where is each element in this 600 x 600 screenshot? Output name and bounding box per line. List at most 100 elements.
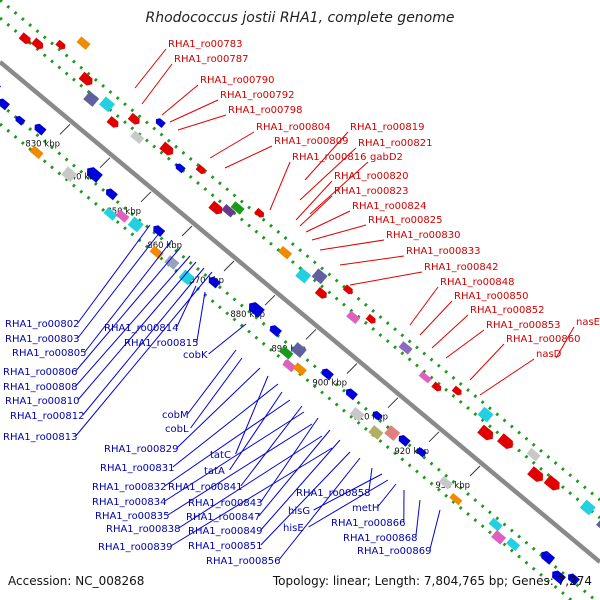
gene-feature-71 (449, 492, 463, 506)
gene-feature-9 (127, 112, 140, 125)
gene-label-group: RHA1_ro00783RHA1_ro00787RHA1_ro00790RHA1… (3, 39, 600, 567)
label-rha1-ro00813: RHA1_ro00813 (3, 432, 78, 443)
label-rha1-ro00866: RHA1_ro00866 (331, 518, 406, 529)
label-rha1-ro00806: RHA1_ro00806 (3, 367, 78, 378)
label-rha1-ro00802: RHA1_ro00802 (5, 319, 80, 330)
leader-rha1-ro00838 (178, 435, 323, 529)
kbp-tick-mark (428, 431, 440, 443)
kbp-tick-mark (140, 191, 152, 203)
gene-feature-73 (491, 530, 507, 545)
leader-tatc (235, 375, 269, 455)
gene-feature-19 (278, 245, 293, 260)
gene-feature-36 (579, 499, 596, 516)
label-rha1-ro00805: RHA1_ro00805 (12, 348, 87, 359)
gene-feature-45 (61, 166, 78, 183)
gene-feature-11 (155, 118, 166, 129)
label-rha1-ro00823: RHA1_ro00823 (334, 186, 409, 197)
leader-rha1-ro00805 (84, 239, 173, 353)
leader-rha1-ro00853 (445, 329, 485, 359)
dotted-track-1 (0, 0, 600, 502)
label-rha1-ro00860: RHA1_ro00860 (506, 334, 581, 345)
gene-feature-64 (349, 406, 365, 422)
label-rha1-ro00804: RHA1_ro00804 (256, 122, 331, 133)
leader-rha1-ro00814 (176, 285, 197, 328)
kbp-tick-mark (305, 328, 317, 340)
leader-gabd2 (309, 161, 369, 215)
kbp-tick-label: 860 kbp (147, 241, 182, 251)
gene-feature-34 (527, 466, 544, 482)
kbp-tick-mark (181, 225, 193, 237)
leader-rha1-ro00835 (167, 423, 313, 516)
label-tata: tatA (204, 466, 225, 477)
gene-feature-67 (384, 425, 401, 441)
gene-feature-54 (178, 269, 195, 286)
leader-cobk (208, 323, 247, 355)
gene-feature-5 (78, 71, 93, 86)
gene-feature-4 (76, 36, 91, 50)
label-rha1-ro00833: RHA1_ro00833 (406, 246, 481, 257)
gene-feature-8 (106, 116, 119, 128)
leader-rha1-ro00851 (260, 451, 351, 546)
label-rha1-ro00842: RHA1_ro00842 (424, 262, 499, 273)
leader-rha1-ro00819 (304, 131, 349, 181)
kbp-tick-label: 850 kbp (106, 207, 141, 217)
leader-rha1-ro00815 (196, 291, 206, 343)
leader-rha1-ro00843 (260, 417, 319, 503)
leader-hisg (313, 473, 383, 511)
gene-feature-7 (99, 96, 116, 113)
leader-tata (229, 391, 283, 471)
label-rha1-ro00856: RHA1_ro00856 (206, 556, 281, 567)
gene-feature-72 (488, 517, 503, 532)
gene-feature-17 (221, 204, 236, 218)
dotted-track-2 (0, 16, 600, 520)
gene-feature-47 (105, 188, 118, 201)
label-rha1-ro00808: RHA1_ro00808 (3, 382, 78, 393)
leader-rha1-ro00803 (77, 231, 161, 339)
label-rha1-ro00832: RHA1_ro00832 (92, 482, 167, 493)
gene-feature-30 (477, 406, 494, 423)
label-gabd2: gabD2 (370, 152, 403, 163)
label-rha1-ro00792: RHA1_ro00792 (220, 90, 295, 101)
kbp-tick-label: 920 kbp (394, 447, 429, 457)
label-rha1-ro00814: RHA1_ro00814 (104, 323, 179, 334)
gene-feature-26 (398, 341, 413, 355)
kbp-tick-mark (223, 260, 235, 272)
leader-rha1-ro00812 (82, 267, 205, 416)
label-cobk: cobK (183, 350, 208, 361)
gene-feature-16 (230, 201, 245, 215)
label-rha1-ro00868: RHA1_ro00868 (343, 533, 418, 544)
label-rha1-ro00850: RHA1_ro00850 (454, 291, 529, 302)
label-rha1-ro00809: RHA1_ro00809 (274, 136, 349, 147)
kbp-tick-label: 890 kbp (271, 344, 306, 354)
gene-feature-40 (0, 98, 10, 111)
label-cobl: cobL (165, 424, 189, 435)
gene-feature-68 (398, 434, 411, 447)
label-rha1-ro00841: RHA1_ro00841 (168, 482, 243, 493)
leader-rha1-ro00852 (431, 314, 469, 349)
label-rha1-ro00834: RHA1_ro00834 (92, 497, 167, 508)
gene-feature-group (0, 32, 600, 586)
gene-feature-42 (34, 123, 47, 136)
gene-feature-55 (208, 276, 221, 289)
label-rha1-ro00816: RHA1_ro00816 (292, 152, 367, 163)
leader-rha1-ro00850 (419, 300, 453, 336)
gene-feature-56 (248, 302, 265, 318)
gene-feature-53 (164, 255, 180, 270)
gene-feature-69 (416, 447, 427, 458)
gene-feature-70 (438, 476, 453, 490)
gene-feature-3 (55, 39, 66, 50)
gene-feature-12 (159, 141, 174, 156)
label-hise: hisE (283, 523, 304, 534)
gene-feature-20 (295, 267, 312, 284)
gene-feature-51 (153, 225, 166, 238)
label-rha1-ro00839: RHA1_ro00839 (98, 542, 173, 553)
gene-feature-60 (282, 358, 297, 373)
gene-feature-76 (552, 570, 566, 585)
leader-rha1-ro00831 (172, 383, 279, 468)
gene-feature-23 (342, 284, 353, 295)
label-rha1-ro00838: RHA1_ro00838 (106, 524, 181, 535)
gene-feature-15 (208, 200, 223, 215)
kbp-tick-label: 900 kbp (312, 379, 347, 389)
gene-feature-48 (103, 207, 118, 221)
